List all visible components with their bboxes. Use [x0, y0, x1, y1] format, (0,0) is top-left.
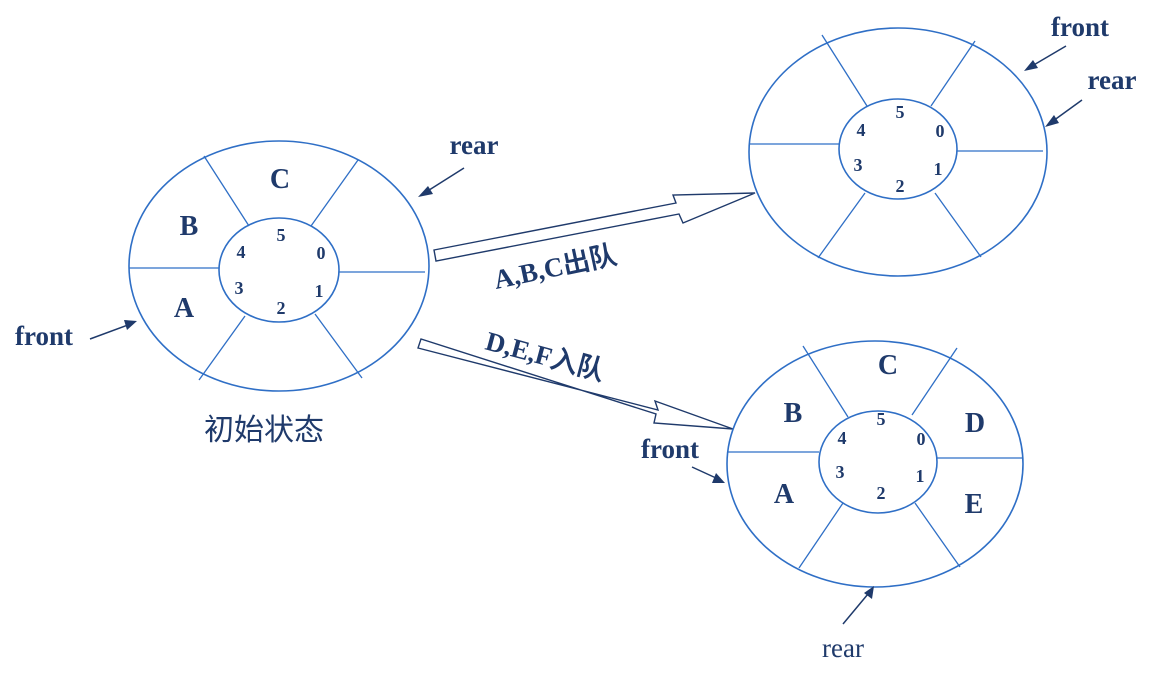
after-dequeue-queue: 0 1 2 3 4 5 front rear [748, 12, 1137, 277]
after-enqueue-index-4: 4 [838, 428, 847, 448]
after-dequeue-spoke [821, 34, 868, 107]
after-dequeue-spoke [817, 192, 866, 259]
initial-index-2: 2 [277, 298, 286, 318]
initial-spoke [314, 313, 363, 379]
after-dequeue-index-3: 3 [854, 155, 863, 175]
dequeue-transition-arrow [433, 192, 756, 262]
after-enqueue-slot-d: D [965, 408, 985, 439]
after-enqueue-index-5: 5 [877, 409, 886, 429]
after-dequeue-index-5: 5 [896, 102, 905, 122]
after-enqueue-inner-ring [818, 410, 938, 514]
initial-index-3: 3 [235, 278, 244, 298]
initial-caption: 初始状态 [204, 413, 324, 448]
initial-spoke [198, 315, 246, 381]
after-enqueue-front-label: front [641, 434, 699, 464]
after-dequeue-rear-arrowhead [1045, 115, 1059, 127]
after-dequeue-rear-arrow [1052, 99, 1083, 122]
after-dequeue-front-arrowhead [1024, 60, 1038, 71]
after-dequeue-front-label: front [1051, 12, 1109, 42]
initial-rear-arrowhead [418, 186, 433, 197]
initial-slot-b: B [180, 211, 199, 242]
initial-index-1: 1 [315, 281, 324, 301]
initial-front-arrow [89, 324, 129, 340]
after-enqueue-index-1: 1 [916, 466, 925, 486]
after-enqueue-spoke [914, 502, 961, 568]
after-dequeue-index-4: 4 [857, 120, 866, 140]
initial-index-5: 5 [277, 225, 286, 245]
initial-rear-arrow [425, 167, 465, 193]
initial-slot-a: A [174, 293, 195, 324]
initial-outer-ring [128, 140, 430, 392]
initial-index-0: 0 [317, 243, 326, 263]
initial-spoke [203, 155, 250, 227]
initial-inner-ring [218, 217, 340, 323]
after-dequeue-spoke [930, 40, 976, 107]
after-enqueue-spoke [798, 502, 844, 569]
initial-queue: C B A 0 1 2 3 4 5 rear front 初始状态 [15, 130, 498, 448]
after-enqueue-rear-label: rear [822, 633, 864, 663]
initial-rear-label: rear [450, 130, 499, 160]
initial-spoke [310, 159, 359, 227]
initial-front-label: front [15, 321, 73, 351]
after-dequeue-rear-label: rear [1088, 65, 1137, 95]
after-enqueue-slot-b: B [784, 398, 803, 429]
initial-index-4: 4 [237, 242, 246, 262]
after-dequeue-front-arrow [1031, 45, 1067, 67]
after-enqueue-index-0: 0 [917, 429, 926, 449]
after-enqueue-rear-arrow [842, 593, 869, 625]
initial-front-arrowhead [124, 320, 137, 330]
after-dequeue-spoke [934, 192, 982, 258]
enqueue-operation-label: D,E,F入队 [482, 326, 608, 387]
after-enqueue-slot-a: A [774, 479, 795, 510]
dequeue-operation-label: A,B,C出队 [491, 239, 620, 294]
after-enqueue-queue: C B D A E 0 1 2 3 4 5 front rear [641, 340, 1024, 663]
after-enqueue-slot-c: C [878, 350, 898, 381]
after-dequeue-outer-ring [748, 27, 1048, 277]
after-enqueue-front-arrow [691, 466, 717, 479]
after-enqueue-front-arrowhead [712, 473, 725, 483]
after-dequeue-index-1: 1 [934, 159, 943, 179]
after-dequeue-index-0: 0 [936, 121, 945, 141]
after-dequeue-inner-ring [838, 98, 958, 200]
after-enqueue-rear-arrowhead [864, 586, 874, 599]
initial-slot-c: C [270, 164, 290, 195]
after-enqueue-outer-ring [726, 340, 1024, 588]
after-enqueue-spoke [911, 347, 958, 416]
after-enqueue-spoke [802, 345, 849, 418]
after-dequeue-index-2: 2 [896, 176, 905, 196]
enqueue-transition-arrow [417, 338, 734, 430]
after-enqueue-slot-e: E [965, 489, 984, 520]
after-enqueue-index-3: 3 [836, 462, 845, 482]
after-enqueue-index-2: 2 [877, 483, 886, 503]
